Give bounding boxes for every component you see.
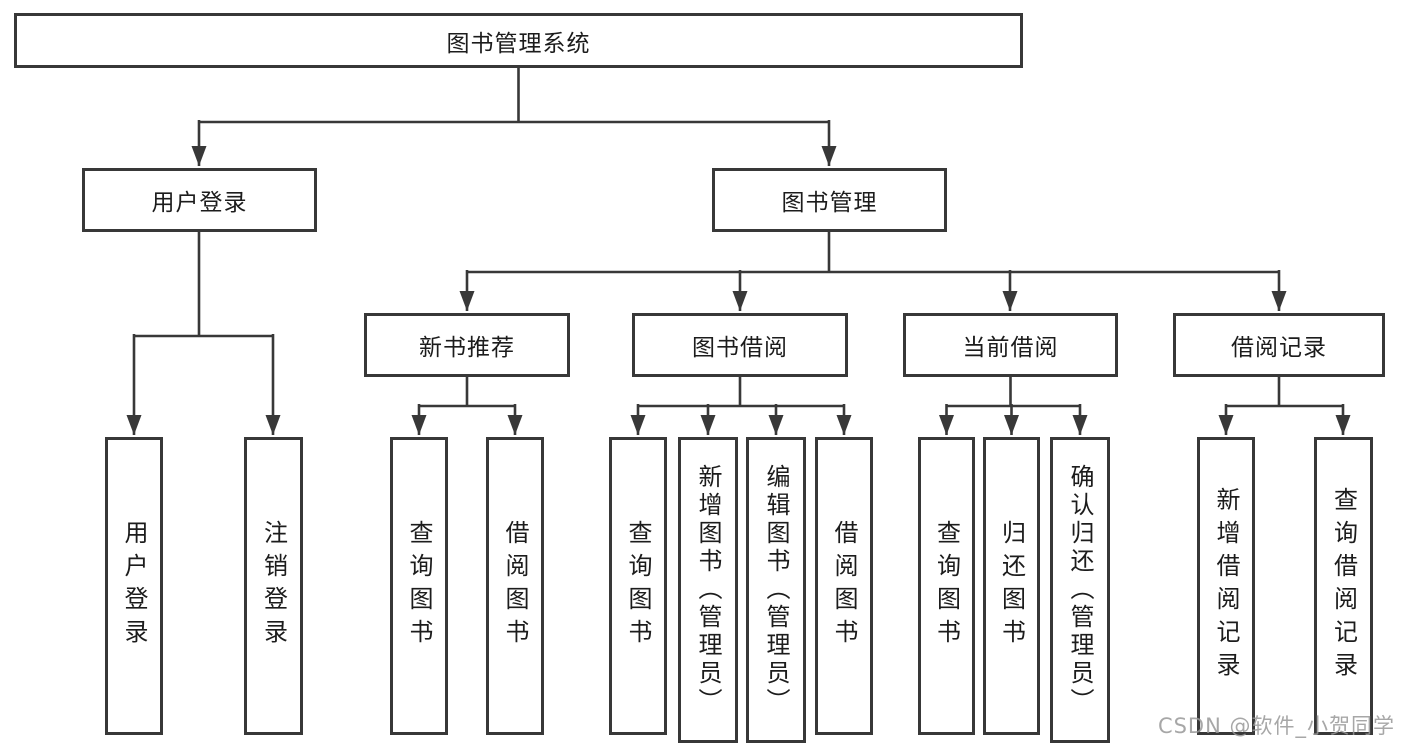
node-leaf-borrow-edit-books-admin: 编辑图书（管理员） — [746, 437, 806, 743]
node-label: 图书借阅 — [692, 335, 788, 361]
node-leaf-recommend-borrow-books: 借阅图书 — [486, 437, 544, 735]
node-label: 用户登录 — [151, 190, 248, 216]
node-leaf-records-query-record: 查询借阅记录 — [1314, 437, 1373, 735]
node-label: 注销登录 — [259, 520, 288, 652]
node-book-borrow: 图书借阅 — [632, 313, 848, 377]
node-book-management: 图书管理 — [712, 168, 947, 232]
node-leaf-current-confirm-return-admin: 确认归还（管理员） — [1050, 437, 1110, 743]
connector-user-login-branch — [126, 232, 281, 435]
node-leaf-logout: 注销登录 — [244, 437, 303, 735]
node-label: 新增借阅记录 — [1212, 487, 1240, 685]
node-leaf-borrow-query-books: 查询图书 — [609, 437, 667, 735]
node-label: 查询借阅记录 — [1329, 487, 1358, 685]
node-label: 图书管理 — [781, 190, 878, 216]
node-label: 借阅图书 — [501, 520, 529, 652]
node-label: 查询图书 — [624, 520, 652, 652]
node-leaf-records-add-record: 新增借阅记录 — [1197, 437, 1255, 735]
node-label: 编辑图书（管理员） — [762, 464, 790, 716]
csdn-watermark: CSDN @软件_小贺同学 — [1157, 714, 1395, 738]
connector-borrow-records-branch — [1218, 377, 1351, 435]
connector-new-book-recommend-branch — [411, 377, 523, 435]
connector-book-management-branch — [459, 232, 1287, 311]
node-label: 当前借阅 — [962, 335, 1059, 361]
connector-book-borrow-branch — [630, 377, 852, 435]
node-root: 图书管理系统 — [14, 13, 1023, 68]
node-label: 借阅记录 — [1231, 335, 1327, 361]
node-leaf-user-login: 用户登录 — [105, 437, 163, 735]
node-label: 归还图书 — [997, 520, 1026, 652]
node-label: 新书推荐 — [419, 335, 515, 361]
node-user-login: 用户登录 — [82, 168, 317, 232]
node-leaf-borrow-add-books-admin: 新增图书（管理员） — [678, 437, 738, 743]
node-leaf-recommend-query-books: 查询图书 — [390, 437, 448, 735]
node-label: 借阅图书 — [830, 520, 858, 652]
node-label: 确认归还（管理员） — [1066, 464, 1094, 716]
node-label: 图书管理系统 — [446, 30, 591, 57]
connector-root-to-level2 — [191, 68, 837, 166]
node-label: 查询图书 — [932, 520, 961, 652]
node-new-book-recommend: 新书推荐 — [364, 313, 570, 377]
node-borrow-records: 借阅记录 — [1173, 313, 1385, 377]
node-current-borrow: 当前借阅 — [903, 313, 1118, 377]
node-leaf-current-query-books: 查询图书 — [918, 437, 975, 735]
connector-current-borrow-branch — [939, 377, 1088, 435]
node-leaf-current-return-books: 归还图书 — [983, 437, 1040, 735]
node-label: 新增图书（管理员） — [694, 464, 722, 716]
node-label: 用户登录 — [120, 520, 148, 652]
node-label: 查询图书 — [405, 520, 433, 652]
node-leaf-borrow-borrow-books: 借阅图书 — [815, 437, 873, 735]
